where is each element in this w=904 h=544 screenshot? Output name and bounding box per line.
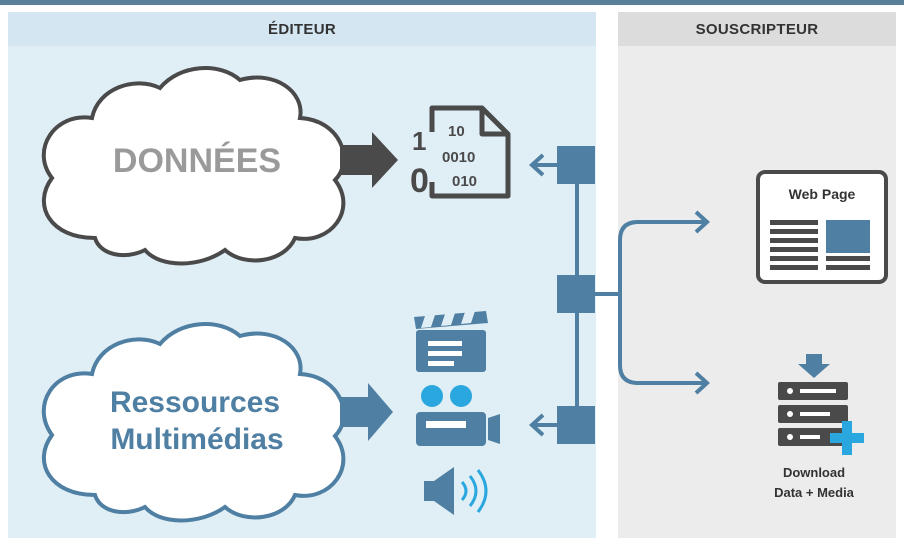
arrow-data-icon	[340, 132, 398, 188]
editor-header: ÉDITEUR	[8, 12, 596, 46]
binary-line-1: 10	[448, 123, 465, 140]
binary-one: 1	[412, 126, 426, 156]
download-label-line-2: Data + Media	[774, 485, 855, 500]
arrow-media-icon	[340, 383, 393, 441]
binary-file-icon: 1 0 10 0010 010	[410, 105, 511, 200]
node-top	[557, 146, 595, 184]
connector-bus	[529, 146, 595, 444]
node-bottom	[557, 406, 595, 444]
branch-connector	[595, 210, 710, 395]
web-page-icon: Web Page	[756, 170, 888, 284]
subscriber-panel: SOUSCRIPTEUR	[618, 12, 896, 538]
binary-line-3: 010	[452, 173, 477, 190]
cloud-multimedia: Ressources Multimédias	[41, 322, 346, 523]
subscriber-header: SOUSCRIPTEUR	[618, 12, 896, 46]
cloud-multimedia-line-1: Ressources	[110, 386, 280, 419]
speaker-icon	[424, 467, 488, 515]
server-download-icon	[778, 354, 864, 455]
cloud-multimedia-line-2: Multimédias	[110, 423, 283, 456]
binary-line-2: 0010	[442, 149, 475, 166]
cloud-donnees-label: DONNÉES	[113, 142, 281, 180]
binary-zero: 0	[410, 162, 429, 200]
cloud-donnees: DONNÉES	[41, 66, 346, 266]
clapperboard-icon	[414, 311, 488, 372]
video-camera-icon	[416, 385, 500, 446]
top-rule	[0, 0, 904, 5]
download-label-line-1: Download	[783, 465, 845, 480]
web-page-label: Web Page	[789, 186, 856, 202]
node-middle	[557, 275, 595, 313]
